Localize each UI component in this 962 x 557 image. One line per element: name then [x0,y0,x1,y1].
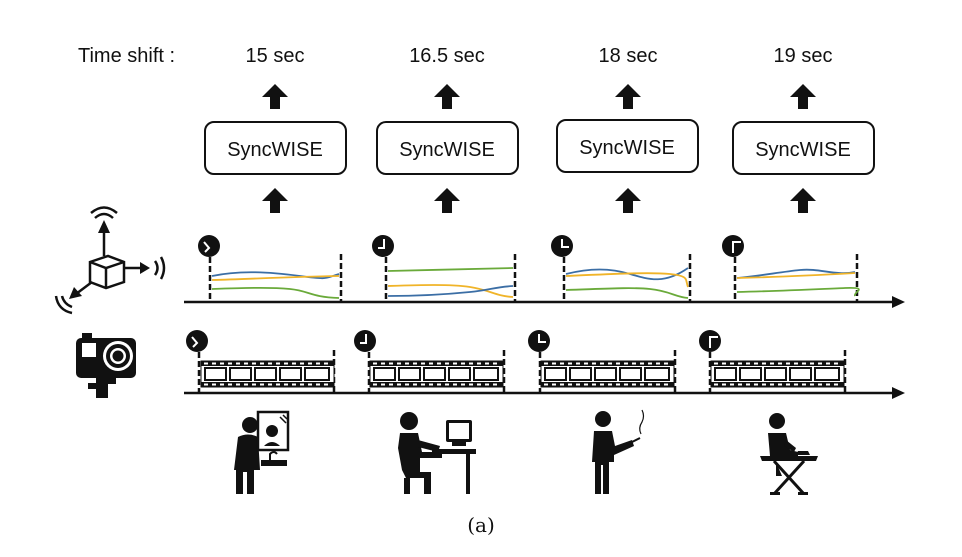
video-window [699,330,847,393]
syncwise-box: SyncWISE [376,121,519,175]
film-strip-icon [200,360,335,388]
imu-timeline-axis [184,296,905,308]
time-shift-label: Time shift : [78,45,175,67]
up-arrow-icon [790,84,816,109]
clock-icon [372,235,394,257]
film-strip-icon [540,360,675,388]
video-window [186,330,336,393]
video-window [354,330,506,393]
imu-signal-window [722,235,860,302]
person-at-computer-icon [398,412,476,494]
action-camera-icon [76,333,136,398]
up-arrow-icon [790,188,816,213]
shift-value: 16.5 sec [409,45,485,67]
video-window [528,330,677,393]
film-strip-icon [710,360,845,388]
imu-signal-window [372,235,517,302]
syncwise-label: SyncWISE [755,139,851,161]
up-arrow-icon [615,84,641,109]
person-smoking-icon [592,409,645,494]
syncwise-box: SyncWISE [204,121,347,175]
up-arrow-icon [615,188,641,213]
up-arrow-icon [262,188,288,213]
clock-icon [186,330,208,352]
up-arrow-icon [434,84,460,109]
figure-caption: (a) [467,513,495,537]
shift-value: 18 sec [599,45,658,67]
shift-value: 15 sec [246,45,305,67]
up-arrow-icon [262,84,288,109]
clock-icon [528,330,550,352]
imu-signal-window [551,235,692,302]
video-timeline-axis [184,387,905,399]
syncwise-label: SyncWISE [227,139,323,161]
person-looking-in-mirror-icon [234,410,290,494]
clock-icon [699,330,721,352]
film-strip-icon [369,360,504,388]
syncwise-box: SyncWISE [556,119,699,173]
clock-icon [551,235,573,257]
clock-icon [354,330,376,352]
clock-icon [722,235,744,257]
imu-axes-cube-icon [54,206,166,315]
syncwise-box: SyncWISE [732,121,875,175]
syncwise-label: SyncWISE [399,139,495,161]
syncwise-label: SyncWISE [579,137,675,159]
person-ironing-icon [760,413,818,496]
imu-signal-window [198,235,343,302]
shift-value: 19 sec [774,45,833,67]
up-arrow-icon [434,188,460,213]
clock-icon [198,235,220,257]
